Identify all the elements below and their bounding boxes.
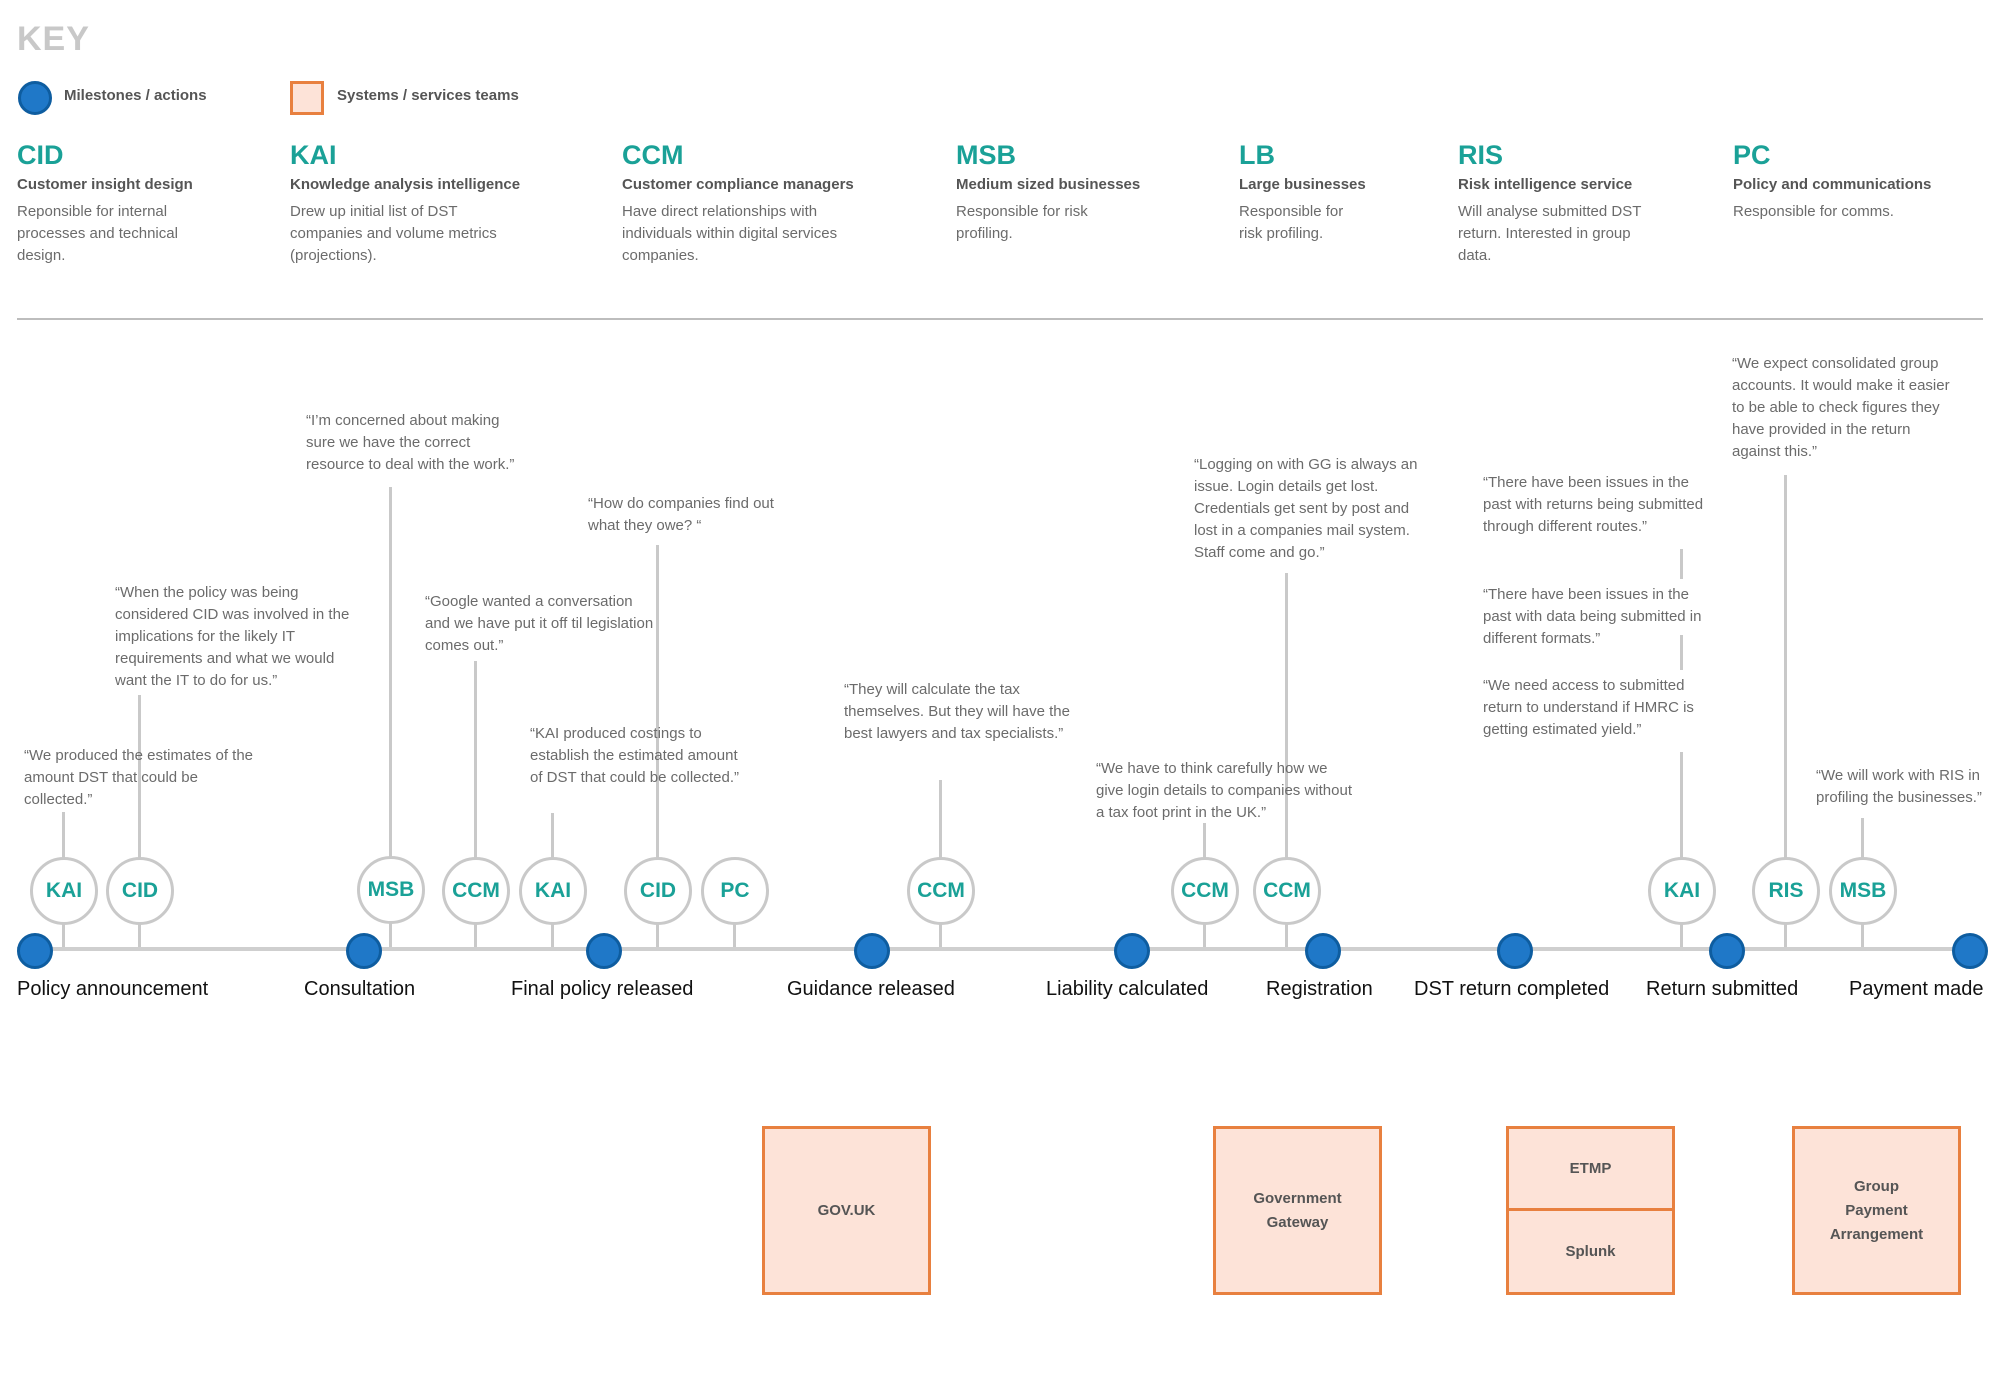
key-divider [17,318,1983,320]
system-etmp: ETMP [1506,1126,1675,1211]
team-bubble: CCM [442,857,510,925]
team-bubble: CCM [1171,857,1239,925]
system-group-payment-arrangement: Group Payment Arrangement [1792,1126,1961,1295]
quote: “There have been issues in the past with… [1483,586,1702,647]
quote: “We will work with RIS in profiling the … [1816,767,1982,806]
quote: “Logging on with GG is always an issue. … [1194,456,1418,561]
connector-line [474,661,477,949]
team-pc: PC Policy and communications Responsible… [1733,140,1993,223]
connector-line [1680,752,1683,949]
team-bubble: CID [624,857,692,925]
milestone-dot[interactable] [346,933,382,969]
team-full-name: Knowledge analysis intelligence [290,176,521,193]
quote: “We produced the estimates of the amount… [24,747,254,808]
team-abbr: MSB [956,140,1016,170]
quote: “There have been issues in the past with… [1483,474,1704,535]
milestone-label: Payment made [1849,978,1984,1000]
team-bubble: CCM [1253,857,1321,925]
systems-legend-label: Systems / services teams [337,87,519,104]
milestone-label: Final policy released [511,978,694,1000]
milestone-dot[interactable] [1952,933,1988,969]
team-msb: MSB Medium sized businesses Responsible … [956,140,1216,245]
connector-line [1680,635,1683,670]
team-bubble: MSB [357,856,425,924]
team-description: Reponsible for internal processes and te… [17,203,178,264]
team-full-name: Medium sized businesses [956,176,1141,193]
quote: “When the policy was being considered CI… [115,584,350,689]
system-govuk: GOV.UK [762,1126,931,1295]
milestone-dot[interactable] [1497,933,1533,969]
milestone-label: Consultation [304,978,416,1000]
team-description: Responsible for risk profiling. [956,203,1088,242]
team-abbr: CCM [622,140,684,170]
team-full-name: Large businesses [1239,176,1366,193]
connector-line [1680,549,1683,579]
team-full-name: Policy and communications [1733,176,1932,193]
quote: “They will calculate the tax themselves.… [844,681,1070,742]
connector-line [389,487,392,949]
team-bubble: CCM [907,857,975,925]
team-bubble: PC [701,857,769,925]
connector-line [138,695,141,949]
milestones-legend-label: Milestones / actions [64,87,207,104]
milestone-label: Policy announcement [17,978,209,1000]
milestone-label: Guidance released [787,978,955,1000]
milestone-label: DST return completed [1414,978,1610,1000]
team-description: Drew up initial list of DST companies an… [290,203,497,264]
quote: “Google wanted a conversation and we hav… [425,593,654,654]
team-ris: RIS Risk intelligence service Will analy… [1458,140,1718,267]
milestone-dot[interactable] [1305,933,1341,969]
milestone-label: Liability calculated [1046,978,1209,1000]
team-full-name: Risk intelligence service [1458,176,1633,193]
milestone-dot[interactable] [1114,933,1150,969]
team-description: Have direct relationships with individua… [622,203,838,264]
team-abbr: KAI [290,140,337,170]
team-full-name: Customer compliance managers [622,176,854,193]
connector-line [1784,475,1787,949]
team-abbr: PC [1733,140,1771,170]
team-bubble: KAI [519,857,587,925]
team-bubble: RIS [1752,857,1820,925]
milestone-label: Registration [1266,978,1373,1000]
quote: “We have to think carefully how we give … [1096,760,1352,821]
team-ccm: CCM Customer compliance managers Have di… [622,140,882,267]
key-title: KEY [17,20,90,58]
team-bubble: KAI [1648,857,1716,925]
system-government-gateway: Government Gateway [1213,1126,1382,1295]
quote: “I’m concerned about making sure we have… [306,412,515,473]
timeline-line [17,947,1967,951]
milestone-dot[interactable] [17,933,53,969]
team-abbr: RIS [1458,140,1504,170]
systems-legend-icon [290,81,324,115]
team-full-name: Customer insight design [17,176,193,193]
connector-line [1285,573,1288,949]
team-lb: LB Large businesses Responsible for risk… [1239,140,1499,245]
team-description: Responsible for risk profiling. [1239,203,1344,242]
team-abbr: LB [1239,140,1275,170]
milestone-dot[interactable] [854,933,890,969]
quote: “KAI produced costings to establish the … [530,725,740,786]
connector-line [656,545,659,949]
team-description: Responsible for comms. [1733,203,1894,220]
team-kai: KAI Knowledge analysis intelligence Drew… [290,140,550,267]
team-description: Will analyse submitted DST return. Inter… [1458,203,1642,264]
team-bubble: KAI [30,857,98,925]
team-abbr: CID [17,140,64,170]
team-cid: CID Customer insight design Reponsible f… [17,140,277,267]
team-bubble: MSB [1829,857,1897,925]
milestone-label: Return submitted [1646,978,1799,1000]
milestone-dot[interactable] [586,933,622,969]
quote: “How do companies find out what they owe… [588,495,774,534]
milestone-dot[interactable] [1709,933,1745,969]
team-bubble: CID [106,857,174,925]
milestone-legend-icon [18,81,52,115]
quote: “We expect consolidated group accounts. … [1732,355,1950,460]
system-splunk: Splunk [1506,1208,1675,1295]
quote: “We need access to submitted return to u… [1483,677,1694,738]
